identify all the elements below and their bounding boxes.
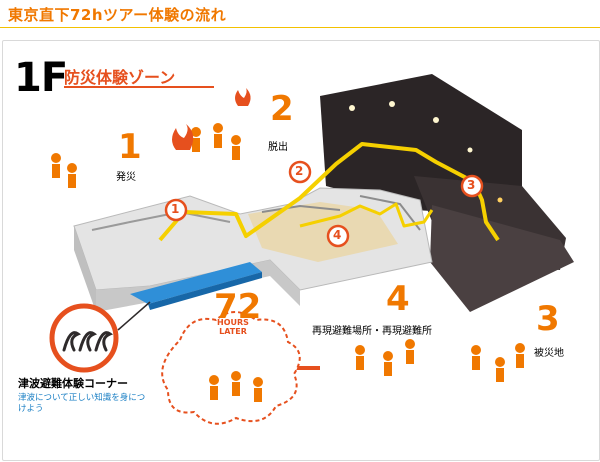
page-title: 東京直下72hツアー体験の流れ: [8, 6, 227, 24]
floor-edge-left: [74, 226, 96, 312]
tsunami-corner-description: 津波について正しい知識を身につけよう: [18, 393, 146, 415]
step-4-label: 再現避難場所・再現避難所: [312, 326, 432, 337]
tour-path: [158, 142, 500, 242]
step-3-number: 3: [536, 299, 560, 339]
map-marker-3-label: 3: [467, 178, 476, 192]
step-2-label: 脱出: [268, 142, 288, 153]
tsunami-water: [130, 262, 262, 304]
later-bubble: [161, 311, 301, 425]
step-3-label: 被災地: [534, 348, 564, 359]
wave-icon: [62, 331, 114, 352]
step-1-number: 1: [118, 127, 142, 167]
map-marker-2: [288, 160, 312, 184]
tsunami-corner-title: 津波避難体験コーナー: [18, 377, 128, 390]
step-1-label: 発災: [116, 172, 136, 183]
later-hours-text: HOURS LATER: [203, 318, 263, 336]
map-marker-1: [164, 198, 188, 222]
later-line-2: LATER: [219, 327, 247, 337]
fire-icons: [172, 88, 251, 150]
zone-title: 防災体験ゾーン: [64, 68, 176, 87]
people-illustrations: [51, 123, 525, 402]
step-2-number: 2: [270, 89, 294, 129]
map-marker-4: [326, 224, 350, 248]
map-marker-1-label: 1: [171, 202, 180, 216]
later-number: 72: [214, 287, 262, 327]
later-line-1: HOURS: [217, 318, 249, 327]
zone-title-underline: [64, 86, 214, 88]
title-divider: [0, 27, 600, 28]
shelter-floor: [248, 202, 398, 262]
map-marker-2-label: 2: [295, 164, 304, 178]
step-4-number: 4: [386, 279, 410, 319]
disaster-zone-floor: [430, 205, 574, 312]
map-marker-3: [460, 174, 484, 198]
map-marker-4-label: 4: [333, 228, 342, 242]
floor-label: 1F: [14, 55, 68, 101]
